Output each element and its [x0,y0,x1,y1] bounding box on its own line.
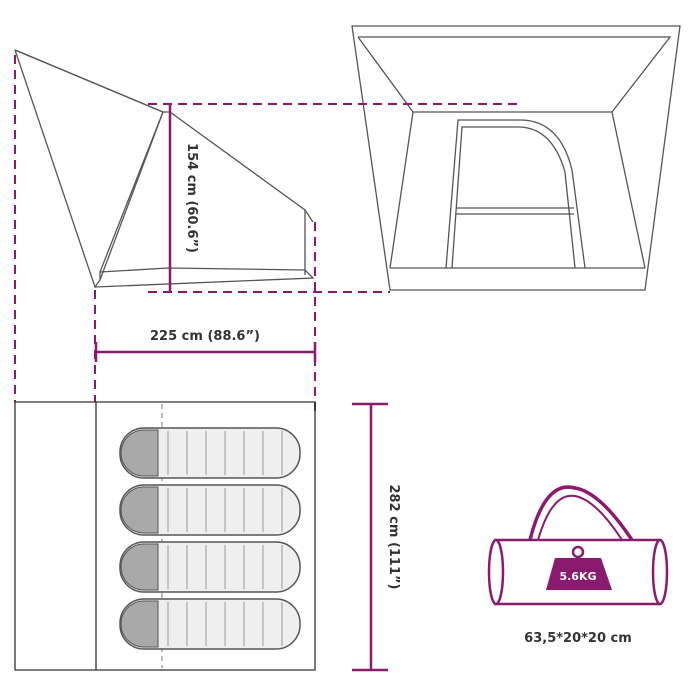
tent-front-wall-left [389,111,414,269]
sleeping-bag-body [119,427,301,479]
sleeping-bag-body [119,541,301,593]
tent-front-outline [351,25,681,291]
weight-ring [571,545,585,559]
sleeping-bag-hood [120,543,159,591]
sleeping-bags [119,427,301,650]
sleeping-bag-hood [120,429,159,477]
tent-front-roof-inner [357,36,672,113]
bag-handle-inner [537,494,623,541]
tent-side-wall [99,111,164,273]
sleeping-bag [119,598,301,650]
sleeping-bag-hood [120,600,159,648]
sleeping-bag-body [119,598,301,650]
guide-lines [14,55,518,412]
weight-label: 5.6KG [559,570,596,583]
sleeping-bag [119,541,301,593]
tent-side-view [14,49,315,289]
length-label: 282 cm (111”) [386,484,401,589]
sleeping-bag [119,484,301,536]
sleeping-bag [119,427,301,479]
tent-side-ridge [14,49,164,113]
bag-end-left [487,538,505,606]
tent-door-inner [451,126,576,269]
bag-handle-outer [528,485,634,541]
weight-icon [546,558,612,590]
sleeping-bag-body [119,484,301,536]
bag-size-label: 63,5*20*20 cm [524,631,632,646]
tent-side-floor [94,267,315,288]
tent-front-wall-right [611,111,646,269]
tent-door-outer [445,119,586,269]
floor-plan-outline [14,401,316,671]
height-label: 154 cm (60.6”) [184,143,199,253]
tent-side-rear-slope [163,111,314,223]
dimension-lines [94,104,388,672]
sleeping-bag-hood [120,486,159,534]
width-label: 225 cm (88.6”) [150,329,260,344]
carry-bag: 5.6KG [487,485,669,606]
tent-front-view [351,25,681,291]
bag-end-right [651,538,669,606]
